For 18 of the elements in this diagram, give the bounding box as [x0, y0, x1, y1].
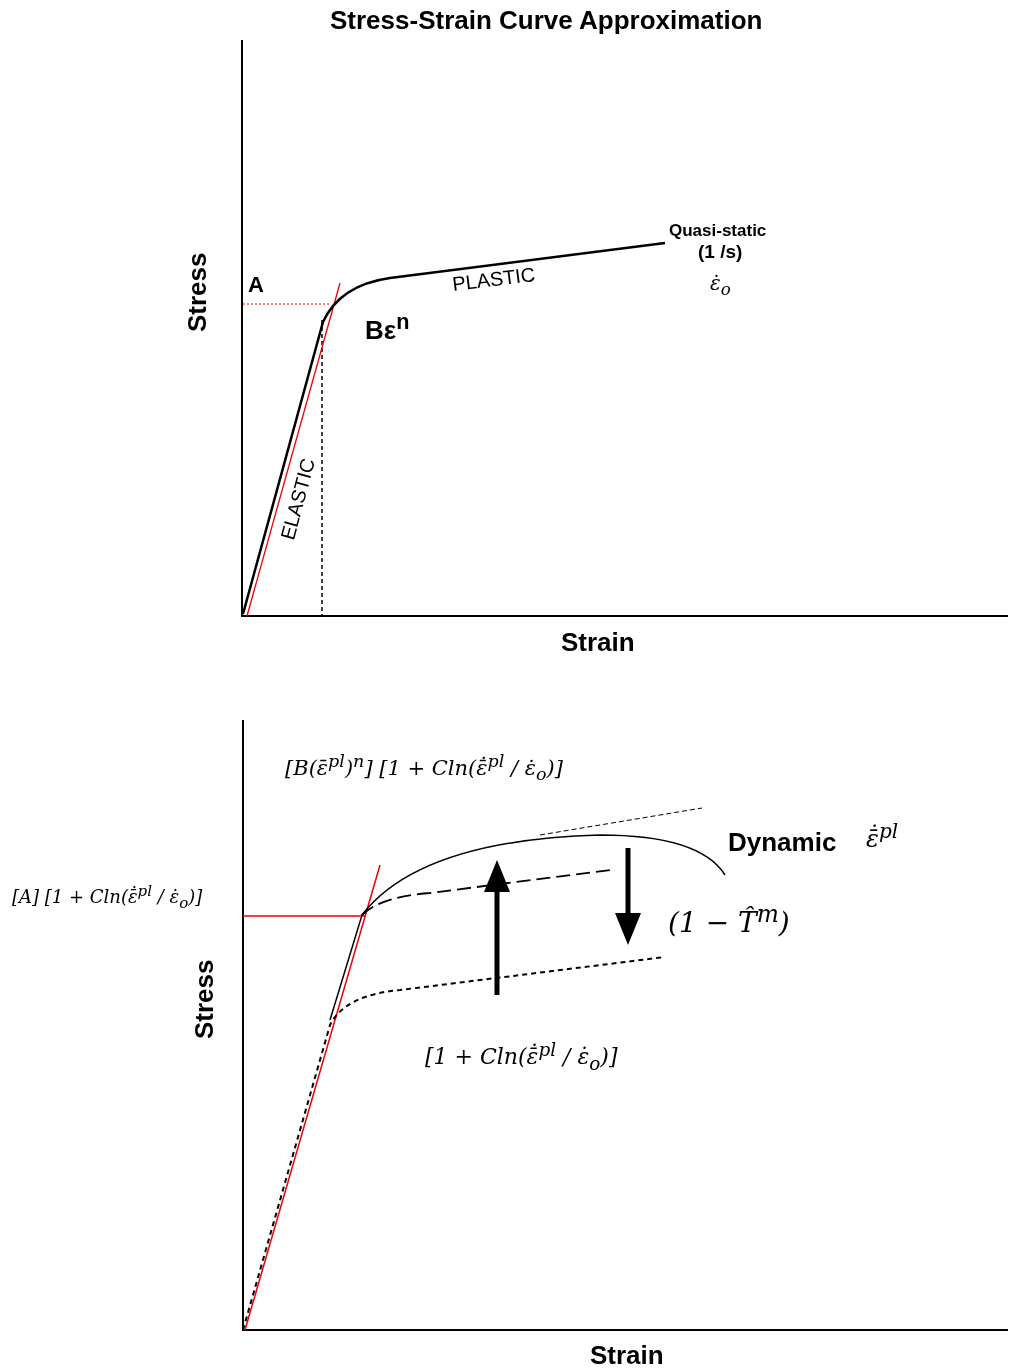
- region-label: ELASTIC: [276, 455, 320, 543]
- formula: ε̄̇$^{pl}$: [866, 820, 899, 853]
- axis-label: Strain: [561, 628, 635, 657]
- formula: ε̇$_{o}$: [710, 272, 731, 300]
- formula: Bε$^{n}$: [365, 310, 410, 345]
- axis-label: Stress: [183, 252, 213, 333]
- curve-label: Dynamic: [728, 828, 837, 857]
- point-label: A: [248, 273, 264, 298]
- curve-label: Quasi-static: [669, 222, 767, 241]
- curve-label: (1 /s): [698, 242, 743, 263]
- formula: [1 + Cln(ε̄̇$^{pl}$ / ε̇$_{o}$)]: [425, 1040, 618, 1074]
- axis-label: Stress: [190, 959, 220, 1040]
- chart-title: Stress-Strain Curve Approximation: [330, 6, 763, 35]
- region-label: PLASTIC: [450, 263, 537, 295]
- axis-label: Strain: [590, 1341, 664, 1370]
- formula: (1 − T̂$^{m}$): [668, 902, 790, 940]
- formula: [B(ε̄$^{pl}$)$^{n}$] [1 + Cln(ε̄̇$^{pl}$ / ε̇$_{o}$)]: [285, 752, 563, 785]
- formula: [A] [1 + Cln(ε̄̇$^{pl}$ / ε̇$_{o}$)]: [12, 883, 203, 912]
